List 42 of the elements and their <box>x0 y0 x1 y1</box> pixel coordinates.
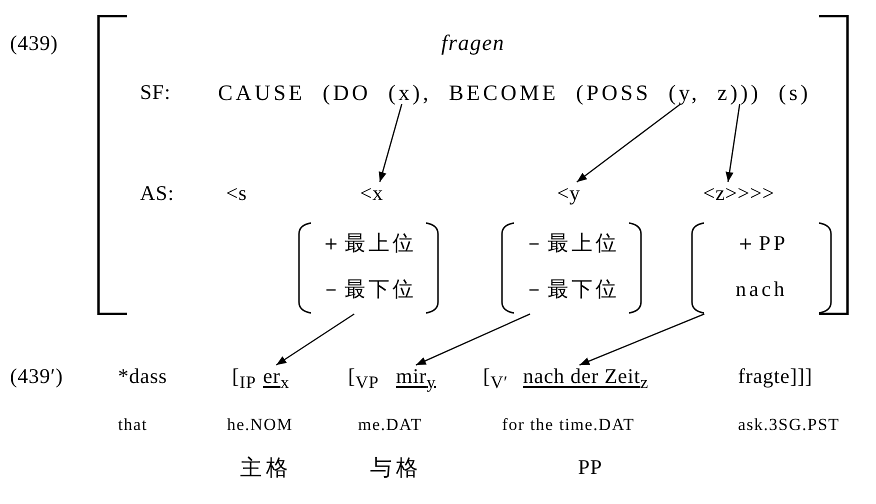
underlined-word: mir$_{y}$ <box>396 365 436 392</box>
bracket-frame <box>97 15 849 315</box>
arrow <box>416 313 530 366</box>
word: *dass <box>118 365 168 388</box>
word: fragte]]] <box>738 365 812 388</box>
feature-value: －最下位 <box>320 278 418 300</box>
arrow <box>579 313 705 366</box>
feature-value: ＋最上位 <box>320 232 418 254</box>
gloss: that <box>118 416 148 434</box>
arrow <box>726 104 740 182</box>
lexeme-heading: fragen <box>440 31 506 54</box>
argument-variable: <y <box>557 182 580 204</box>
case-label: PP <box>578 456 602 478</box>
feature-value: nach <box>734 278 788 300</box>
case-label: 主格 <box>240 456 292 480</box>
feature-matrix <box>297 222 440 314</box>
gloss: me.DAT <box>358 416 422 434</box>
phrase-bracket: [$_{V′}$ <box>483 365 508 392</box>
phrase-bracket: [$_{VP}$ <box>348 365 379 392</box>
feature-value: －最下位 <box>522 278 620 300</box>
underlined-word: nach der Zeit$_{z}$ <box>523 365 649 392</box>
feature-matrix <box>500 222 643 314</box>
feature-value: ＋PP <box>734 232 790 254</box>
underlined-word: er$_{x}$ <box>263 365 290 392</box>
gloss: he.NOM <box>227 416 293 434</box>
argument-variable: <z>>>> <box>703 182 775 204</box>
example-number: (439′) <box>10 365 64 388</box>
arrow <box>378 104 402 182</box>
arrow <box>576 104 681 183</box>
example-number: (439) <box>10 32 58 54</box>
case-label: 与格 <box>370 456 422 480</box>
row-label: SF: <box>140 81 171 104</box>
feature-matrix <box>690 222 833 314</box>
row-label: AS: <box>140 182 174 204</box>
argument-variable: <x <box>360 182 384 204</box>
phrase-bracket: [$_{IP}$ <box>232 365 256 392</box>
argument-variable: <s <box>226 182 248 204</box>
gloss: for the time.DAT <box>502 416 635 434</box>
feature-value: －最上位 <box>522 232 620 254</box>
arrow <box>276 313 355 366</box>
formula: CAUSE (DO (x), BECOME (POSS (y, z))) (s) <box>218 81 811 104</box>
gloss: ask.3SG.PST <box>738 416 840 434</box>
